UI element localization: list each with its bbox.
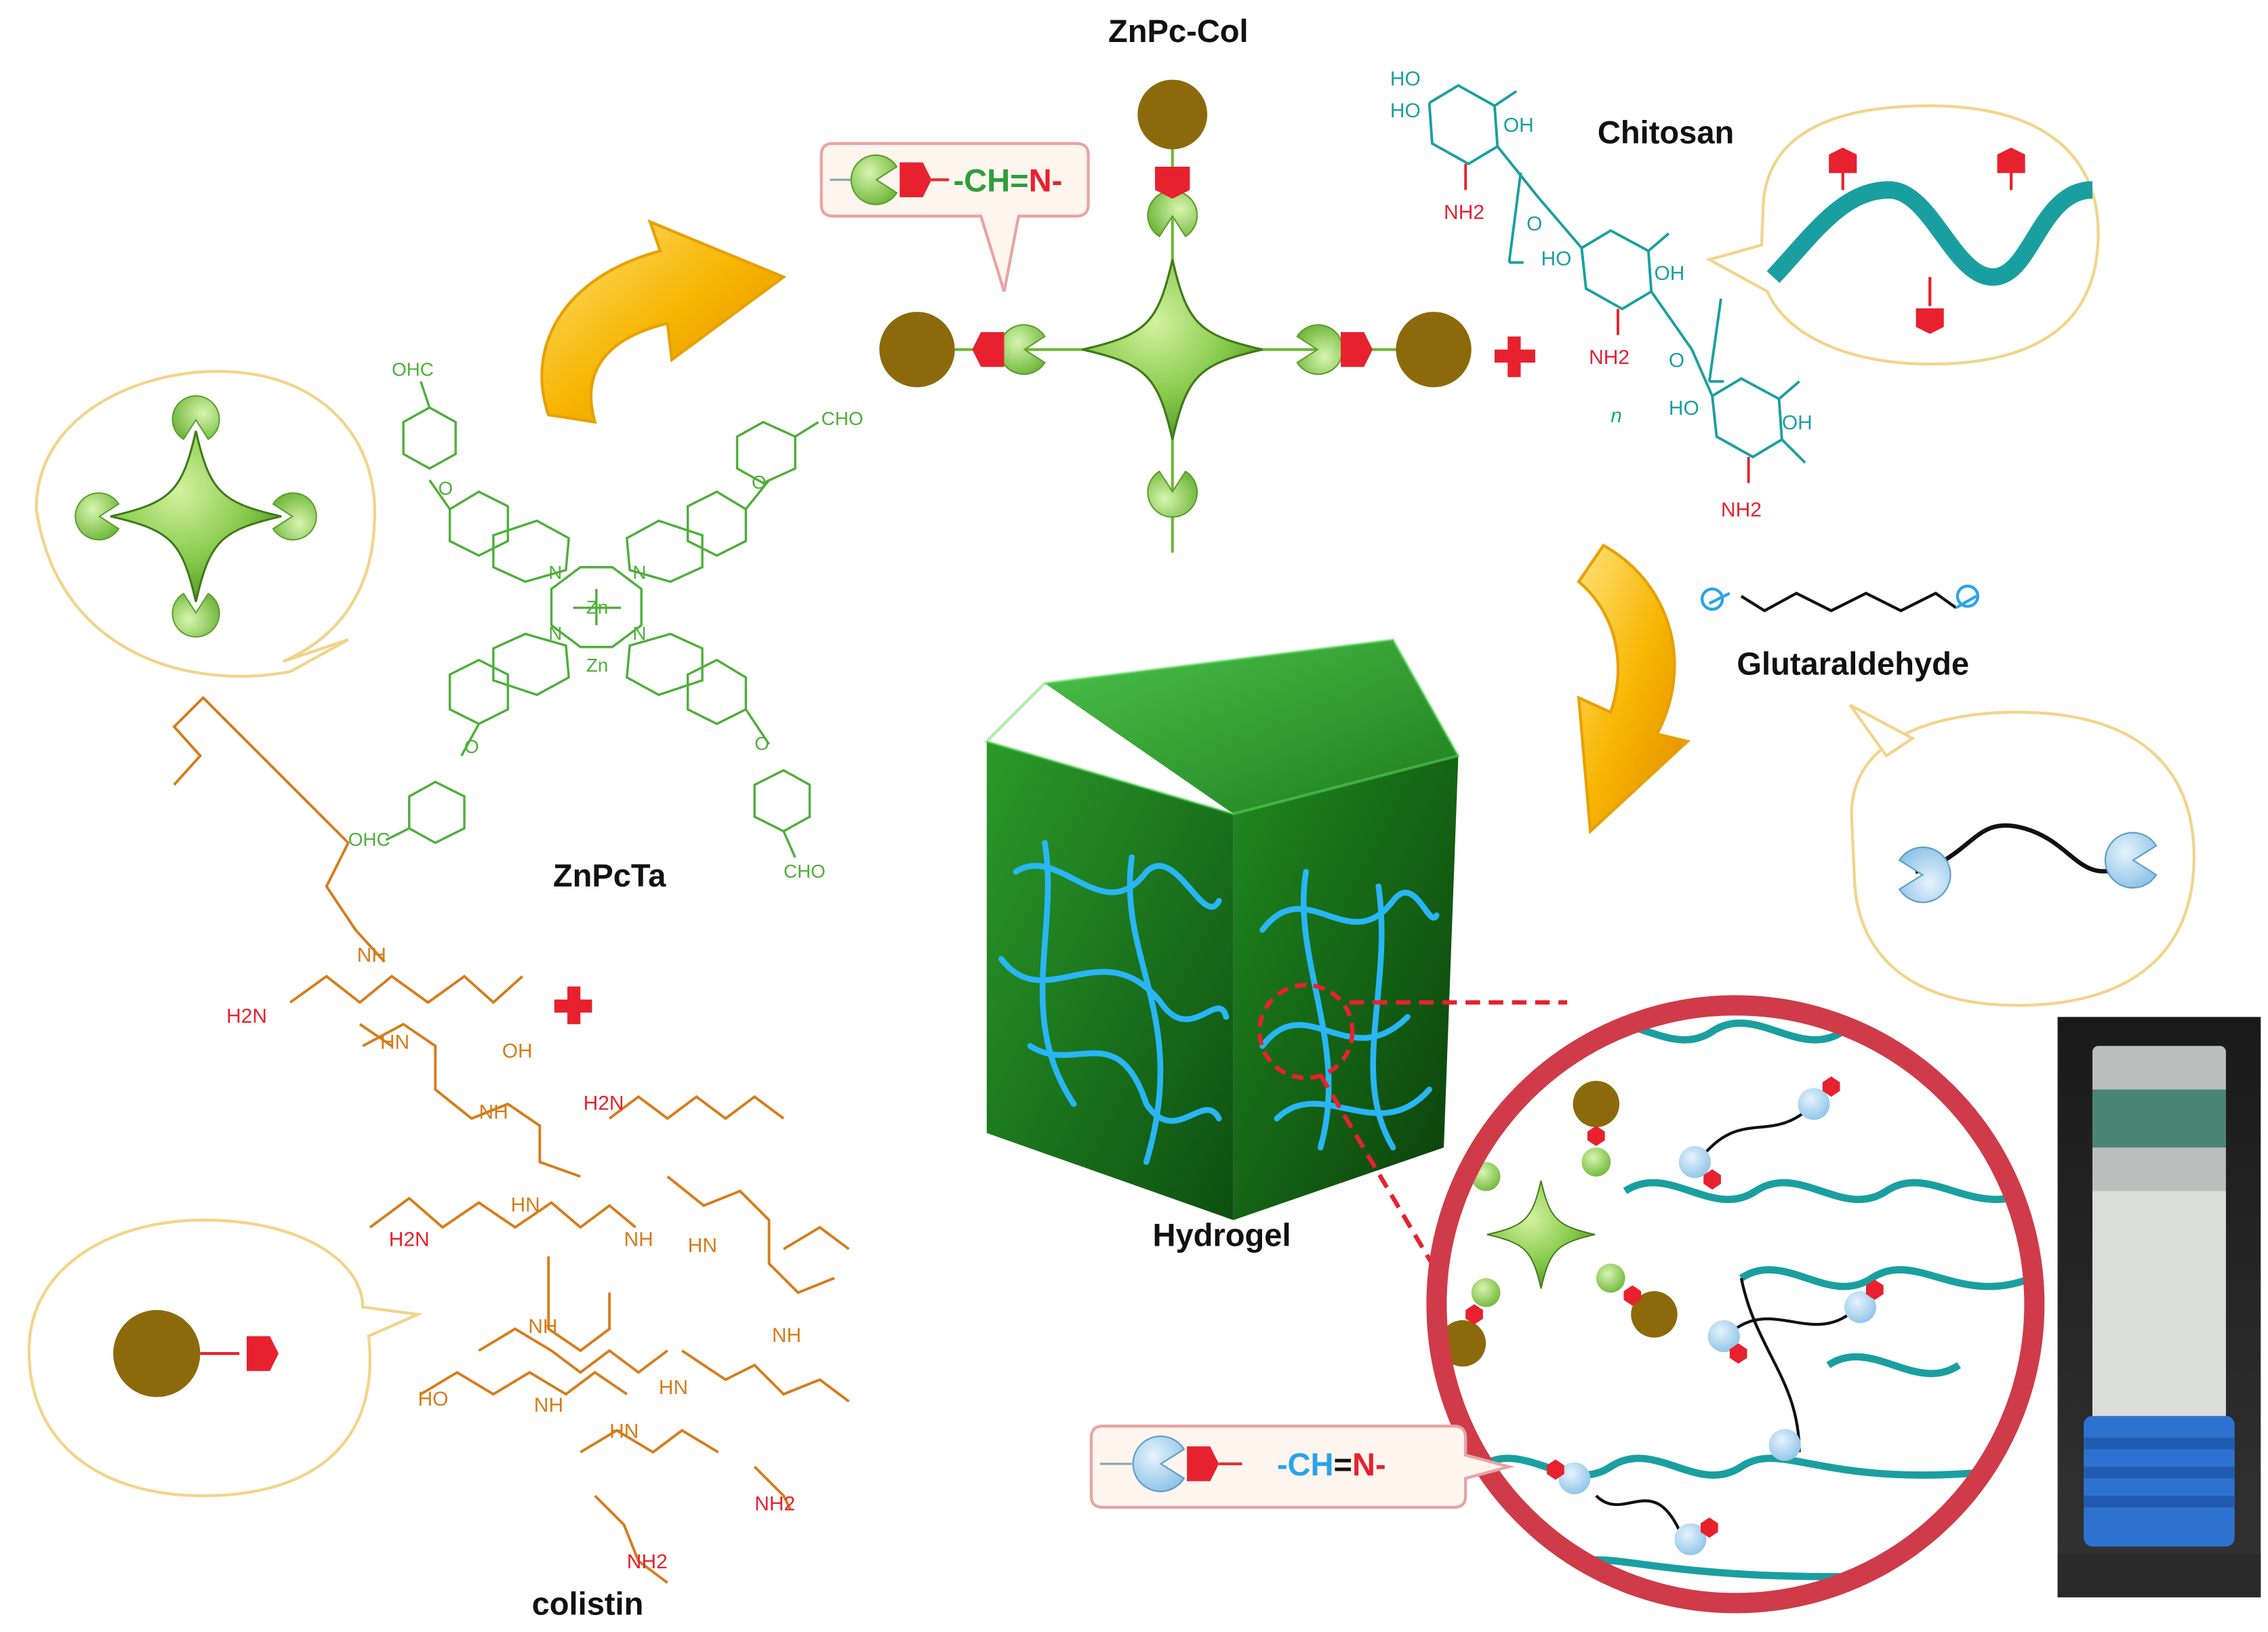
n-4: N xyxy=(632,623,646,644)
colistin-h2n-1: H2N xyxy=(226,1005,267,1027)
n-2: N xyxy=(632,562,646,583)
colistin-hn-4: HN xyxy=(659,1376,688,1399)
colistin-nh-1: NH xyxy=(357,944,386,966)
arrow-right-down xyxy=(1577,543,1691,835)
colistin-hn-2: HN xyxy=(511,1194,540,1216)
chitosan-ho-3: HO xyxy=(1541,248,1571,270)
chitosan-speech-bubble xyxy=(1705,104,2100,366)
imine-blue-ch-text: -CH xyxy=(1277,1446,1334,1482)
zn-center-top: Zn xyxy=(586,596,608,617)
chitosan-ho-2: HO xyxy=(1390,100,1421,122)
colistin-speech-bubble xyxy=(27,1219,424,1498)
o-bottom-right: O xyxy=(754,733,769,754)
colistin-hn-1: HN xyxy=(380,1032,409,1054)
colistin-nh-3: NH xyxy=(624,1229,653,1251)
hydrogel-label: Hydrogel xyxy=(1152,1217,1291,1253)
network-magnifier xyxy=(1426,995,2045,1614)
cho-bottom-right: CHO xyxy=(784,861,826,882)
colistin-groups: H2N NH HN OH NH H2N HN NH HN H2N NH NH H… xyxy=(226,944,801,1573)
ohc-top-left: OHC xyxy=(392,359,434,380)
chitosan-nh2-3: NH2 xyxy=(1721,499,1762,521)
hydrogel-cube xyxy=(984,638,1461,1221)
imine-eq-text: = xyxy=(1010,162,1029,198)
chitosan-label: Chitosan xyxy=(1598,115,1734,150)
colistin-nh-2: NH xyxy=(479,1101,508,1123)
imine-blue-n-text: N- xyxy=(1352,1446,1386,1482)
imine-blue-eq-text: = xyxy=(1334,1446,1353,1482)
colistin-structure xyxy=(172,695,850,1584)
colistin-oh-1: OH xyxy=(502,1040,533,1062)
colistin-nh2-1: NH2 xyxy=(754,1492,795,1515)
znpcta-label: ZnPcTa xyxy=(553,857,666,893)
plus-sign-left xyxy=(554,986,592,1025)
svg-text:-CH=N-: -CH=N- xyxy=(953,162,1062,198)
zn-center-bottom: Zn xyxy=(586,655,608,676)
svg-text:-CH=N-: -CH=N- xyxy=(1277,1446,1386,1482)
imine-callout-blue: -CH=N- xyxy=(1089,1425,1515,1509)
colistin-nh2-2: NH2 xyxy=(627,1551,668,1573)
n-3: N xyxy=(548,623,562,644)
o-top-left: O xyxy=(439,478,453,499)
glutaraldehyde-structure xyxy=(1700,584,1979,613)
colistin-nh-4: NH xyxy=(528,1315,557,1338)
o-bottom-left: O xyxy=(464,736,479,757)
chitosan-nh2-2: NH2 xyxy=(1589,346,1629,369)
colistin-h2n-3: H2N xyxy=(389,1229,430,1251)
chitosan-oh-3: OH xyxy=(1782,411,1813,434)
colistin-hn-3: HN xyxy=(688,1234,717,1257)
chitosan-structure xyxy=(1427,83,1806,483)
chitosan-n-subscript: n xyxy=(1611,405,1622,427)
chitosan-ho-1: HO xyxy=(1390,68,1421,90)
colistin-h2n-2: H2N xyxy=(584,1093,624,1115)
cho-top-right: CHO xyxy=(822,408,864,429)
chitosan-nh2-1: NH2 xyxy=(1444,201,1484,224)
glutaraldehyde-speech-bubble xyxy=(1848,703,2195,1007)
colistin-nh-6: NH xyxy=(534,1394,563,1416)
colistin-nh-5: NH xyxy=(772,1324,801,1347)
chitosan-o-2: O xyxy=(1669,349,1684,371)
chitosan-oh-1: OH xyxy=(1503,115,1534,137)
n-1: N xyxy=(548,562,562,583)
imine-n-text: N- xyxy=(1029,162,1063,198)
glutaraldehyde-label: Glutaraldehyde xyxy=(1737,645,1969,681)
ohc-bottom-left: OHC xyxy=(348,829,390,850)
arrow-top-left xyxy=(540,219,787,424)
chitosan-ho-4: HO xyxy=(1669,397,1699,420)
znpcta-structure xyxy=(385,381,819,858)
chitosan-oh-2: OH xyxy=(1654,262,1684,285)
znpcta-speech-bubble xyxy=(35,369,377,678)
znpc-col-conjugate xyxy=(879,79,1472,553)
colistin-hn-5: HN xyxy=(609,1420,639,1442)
hydrogel-vial-photo xyxy=(2057,1017,2261,1597)
chitosan-groups: HO HO OH O NH2 HO OH O NH2 n HO OH NH2 xyxy=(1390,68,1813,521)
chitosan-o-1: O xyxy=(1526,213,1542,235)
o-top-right: O xyxy=(752,472,767,493)
imine-ch-text: -CH xyxy=(953,162,1010,198)
plus-sign-top xyxy=(1494,336,1535,378)
imine-callout-green: -CH=N- xyxy=(819,142,1090,292)
colistin-ho: HO xyxy=(418,1388,449,1410)
znpc-col-label: ZnPc-Col xyxy=(1108,13,1249,49)
colistin-label: colistin xyxy=(532,1585,644,1621)
znpcta-groups: OHC CHO OHC CHO Zn Zn O O O O N N N N xyxy=(348,359,864,882)
